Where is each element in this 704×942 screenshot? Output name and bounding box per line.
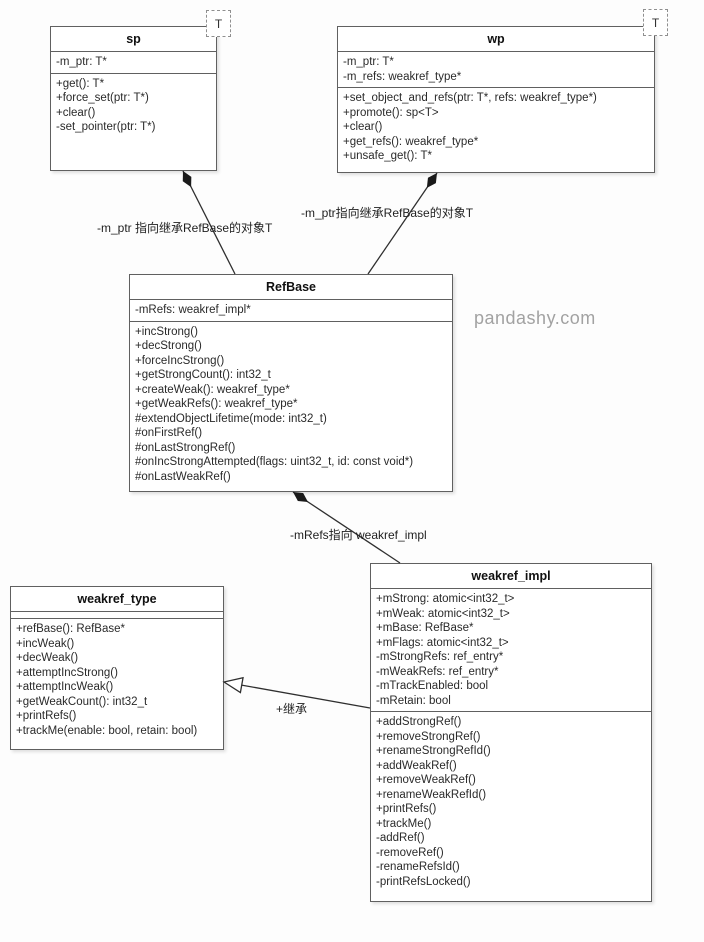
method: -removeRef() [376, 846, 444, 859]
attribute: -mTrackEnabled: bool [376, 680, 489, 692]
class-box-refbase: RefBase -mRefs: weakref_impl* +incStrong… [129, 274, 453, 492]
attribute: +mFlags: atomic<int32_t> [376, 636, 509, 649]
attribute: -m_ptr: T* [343, 56, 394, 68]
attribute: -m_refs: weakref_type* [343, 70, 462, 83]
edge-label-sp-refbase: -m_ptr 指向继承RefBase的对象T [97, 221, 273, 235]
method: +addStrongRef() [376, 716, 462, 728]
method: -addRef() [376, 832, 425, 844]
method: +clear() [343, 121, 383, 133]
class-box-wp: wp -m_ptr: T* -m_refs: weakref_type* +se… [337, 26, 655, 173]
method: +getStrongCount(): int32_t [135, 369, 271, 381]
attribute: +mStrong: atomic<int32_t> [376, 593, 515, 605]
method: +trackMe() [376, 817, 432, 830]
method: -set_pointer(ptr: T*) [56, 121, 156, 133]
method: #onIncStrongAttempted(flags: uint32_t, i… [135, 456, 414, 468]
class-box-weakref-impl: weakref_impl +mStrong: atomic<int32_t> +… [370, 563, 652, 902]
method: +attemptIncStrong() [16, 666, 118, 679]
class-attributes-weakref-type [11, 612, 223, 619]
method: +promote(): sp<T> [343, 106, 439, 119]
edge-label-inheritance: +继承 [276, 702, 308, 716]
method: +decStrong() [135, 340, 202, 352]
watermark: pandashy.com [474, 308, 596, 328]
method: +attemptIncWeak() [16, 681, 114, 693]
class-methods-weakref-type: +refBase(): RefBase* +incWeak() +decWeak… [11, 619, 223, 749]
method: +addWeakRef() [376, 759, 457, 772]
class-title-refbase: RefBase [130, 275, 452, 300]
method: +getWeakCount(): int32_t [16, 695, 148, 708]
method: +renameStrongRefId() [376, 745, 491, 757]
class-box-sp: sp -m_ptr: T* +get(): T* +force_set(ptr:… [50, 26, 217, 171]
class-methods-sp: +get(): T* +force_set(ptr: T*) +clear() … [51, 74, 216, 171]
class-methods-wp: +set_object_and_refs(ptr: T*, refs: weak… [338, 88, 654, 172]
method: +force_set(ptr: T*) [56, 92, 149, 104]
attribute: -mWeakRefs: ref_entry* [376, 665, 499, 678]
method: -renameRefsId() [376, 861, 460, 873]
method: +renameWeakRefId() [376, 788, 487, 801]
attribute: +mBase: RefBase* [376, 622, 474, 634]
class-title-sp: sp [51, 27, 216, 52]
method: +set_object_and_refs(ptr: T*, refs: weak… [343, 92, 597, 104]
class-methods-weakref-impl: +addStrongRef() +removeStrongRef() +rena… [371, 712, 651, 901]
class-attributes-sp: -m_ptr: T* [51, 52, 216, 74]
class-title-weakref-type: weakref_type [11, 587, 223, 612]
template-param-box-wp: T [643, 9, 668, 36]
method: #onLastWeakRef() [135, 470, 231, 483]
method: +get_refs(): weakref_type* [343, 135, 479, 148]
method: +incStrong() [135, 325, 198, 338]
method: +getWeakRefs(): weakref_type* [135, 398, 298, 410]
class-attributes-wp: -m_ptr: T* -m_refs: weakref_type* [338, 52, 654, 88]
method: +createWeak(): weakref_type* [135, 383, 290, 396]
method: +trackMe(enable: bool, retain: bool) [16, 724, 198, 737]
composition-edge-wp-refbase [367, 172, 438, 275]
class-attributes-refbase: -mRefs: weakref_impl* [130, 300, 452, 322]
edge-label-refbase-weakref-impl: -mRefs指向 weakref_impl [290, 528, 427, 542]
method: -printRefsLocked() [376, 875, 471, 888]
method: +unsafe_get(): T* [343, 150, 432, 162]
class-methods-refbase: +incStrong() +decStrong() +forceIncStron… [130, 322, 452, 492]
class-attributes-weakref-impl: +mStrong: atomic<int32_t> +mWeak: atomic… [371, 589, 651, 712]
method: #onFirstRef() [135, 427, 203, 439]
attribute: -m_ptr: T* [56, 56, 107, 68]
class-title-weakref-impl: weakref_impl [371, 564, 651, 589]
method: +decWeak() [16, 652, 79, 664]
attribute: -mStrongRefs: ref_entry* [376, 651, 504, 663]
method: +clear() [56, 106, 96, 119]
method: +removeStrongRef() [376, 730, 481, 743]
class-box-weakref-type: weakref_type +refBase(): RefBase* +incWe… [10, 586, 224, 750]
attribute: +mWeak: atomic<int32_t> [376, 607, 510, 620]
template-param-box-sp: T [206, 10, 231, 37]
method: +printRefs() [376, 803, 437, 815]
attribute: -mRefs: weakref_impl* [135, 304, 251, 316]
method: +printRefs() [16, 710, 77, 722]
method: +get(): T* [56, 77, 105, 90]
method: +incWeak() [16, 637, 75, 650]
class-title-wp: wp [338, 27, 654, 52]
method: #extendObjectLifetime(mode: int32_t) [135, 412, 327, 425]
method: #onLastStrongRef() [135, 441, 236, 454]
method: +refBase(): RefBase* [16, 623, 125, 635]
edge-label-wp-refbase: -m_ptr指向继承RefBase的对象T [301, 206, 474, 220]
method: +removeWeakRef() [376, 774, 476, 786]
method: +forceIncStrong() [135, 354, 225, 367]
attribute: -mRetain: bool [376, 694, 451, 707]
